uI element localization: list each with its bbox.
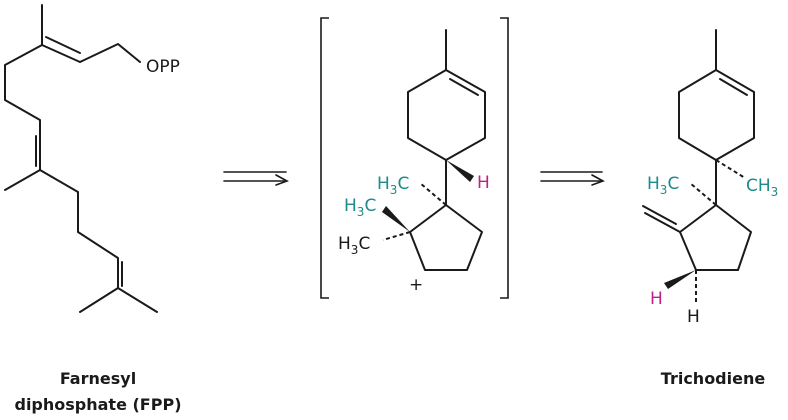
tri-dash-h3c xyxy=(689,182,717,206)
tri-h-pink: H xyxy=(650,289,663,309)
tri-exo-methylene xyxy=(644,212,681,233)
int-h3c-mid: H3C xyxy=(344,196,376,219)
tri-h-dark: H xyxy=(687,307,700,327)
int-double-bond xyxy=(449,78,479,96)
fpp-double-bond-1b xyxy=(45,36,81,54)
tri-wedge-h xyxy=(664,270,696,289)
tri-dash-ch3 xyxy=(715,159,746,179)
fpp-double-bond-1 xyxy=(41,44,81,63)
int-dash-h3c-lower xyxy=(382,231,411,241)
left-bracket xyxy=(320,17,329,299)
fpp-head-chain xyxy=(79,43,141,63)
trichodiene-structure: H3C CH3 H H xyxy=(642,29,778,327)
tri-h3c: H3C xyxy=(647,174,679,197)
right-bracket xyxy=(500,17,509,299)
trichodiene-name: Trichodiene xyxy=(661,369,766,388)
int-h3c-low: H3C xyxy=(338,234,370,257)
int-wedge-h xyxy=(446,160,474,182)
tri-double-bond xyxy=(719,78,748,96)
fpp-tail-chain xyxy=(39,169,119,313)
fpp-name-line1: Farnesyl xyxy=(60,369,136,388)
tri-cyclopentane xyxy=(679,204,752,271)
fpp-structure: OPP xyxy=(4,4,180,313)
intermediate-bracket xyxy=(320,17,509,299)
intermediate-structure: H3C H H3C H3C + xyxy=(338,29,490,295)
reaction-arrow-2 xyxy=(540,171,605,186)
opp-label: OPP xyxy=(146,57,180,77)
int-cyclohexene xyxy=(407,69,486,161)
int-dash-h3c xyxy=(419,182,447,206)
tri-ch3: CH3 xyxy=(746,176,778,199)
fpp-terminal-methyl xyxy=(117,287,158,313)
int-h-label: H xyxy=(477,173,490,193)
int-h3c-top: H3C xyxy=(377,174,409,197)
int-cyclopentane xyxy=(409,204,483,271)
tri-cyclohexene xyxy=(678,69,755,161)
tri-exo-methylene-b xyxy=(642,205,677,225)
fpp-name-line2: diphosphate (FPP) xyxy=(14,395,181,414)
reaction-arrow-1 xyxy=(223,171,289,186)
carbocation-plus: + xyxy=(409,275,423,295)
int-wedge-h3c xyxy=(382,206,410,232)
